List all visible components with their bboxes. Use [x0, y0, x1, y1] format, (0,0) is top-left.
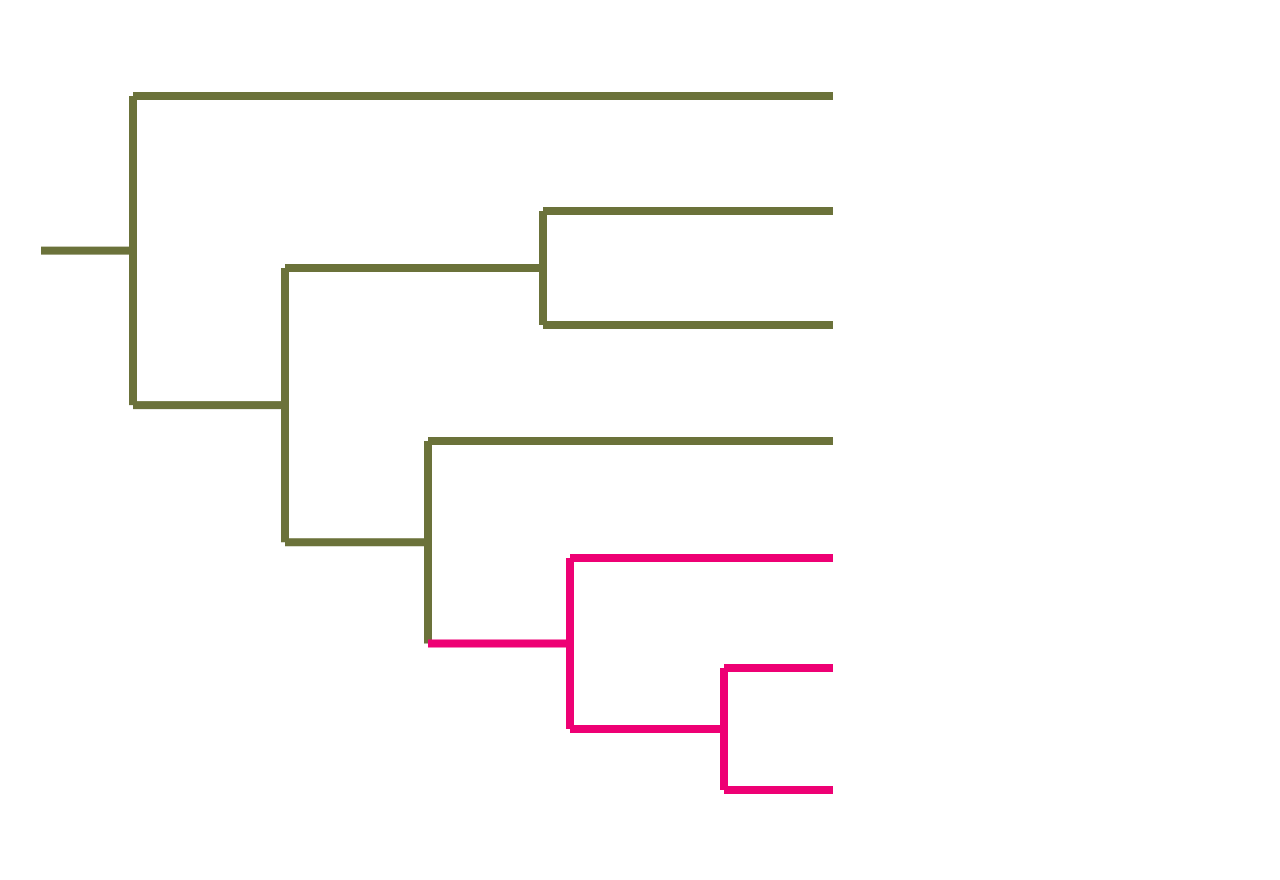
- tree-branches: [41, 92, 833, 794]
